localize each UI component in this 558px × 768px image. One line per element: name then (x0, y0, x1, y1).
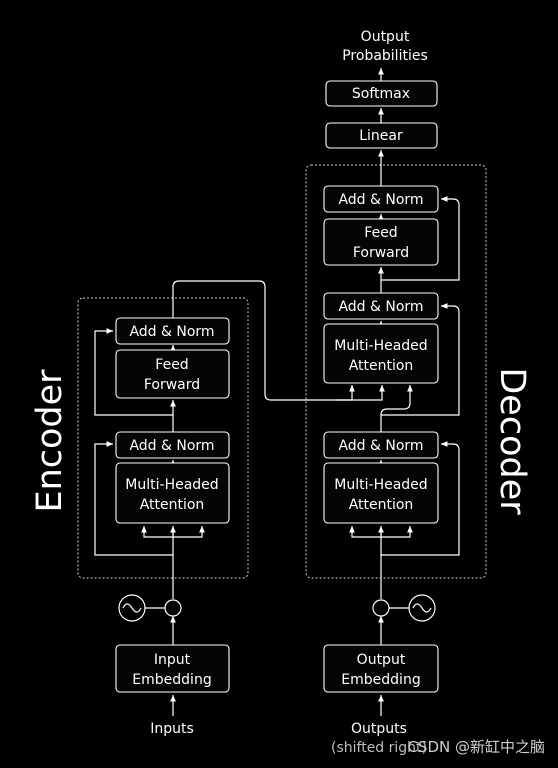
svg-text:Embedding: Embedding (341, 672, 420, 688)
encoder-positional-encoding-node (118, 594, 182, 622)
svg-text:Input: Input (154, 652, 191, 668)
encoder-stack-outline (77, 297, 249, 579)
output-probabilities-label-line2: Probabilities (342, 48, 428, 64)
decoder-cross-attention: Multi-Headed Attention (323, 323, 439, 384)
encoder-connections (94, 280, 385, 645)
svg-text:Add & Norm: Add & Norm (338, 438, 423, 454)
decoder-add-norm-top: Add & Norm (323, 185, 439, 213)
svg-text:Multi-Headed: Multi-Headed (125, 477, 218, 493)
svg-text:Attention: Attention (349, 358, 414, 374)
decoder-add-norm-bottom: Add & Norm (323, 431, 439, 459)
decoder-self-attention: Multi-Headed Attention (323, 462, 439, 524)
svg-text:Add & Norm: Add & Norm (129, 324, 214, 340)
encoder-title: Encoder (30, 369, 70, 513)
svg-text:Forward: Forward (144, 377, 200, 393)
decoder-positional-encoding-node (372, 594, 436, 622)
svg-text:Multi-Headed: Multi-Headed (334, 477, 427, 493)
encoder-add-norm-top: Add & Norm (115, 317, 230, 345)
softmax-layer: Softmax (325, 80, 438, 107)
svg-text:Add & Norm: Add & Norm (338, 299, 423, 315)
output-probabilities-label-line1: Output (361, 29, 410, 45)
outputs-sublabel: (shifted right) (331, 740, 427, 756)
svg-text:Multi-Headed: Multi-Headed (334, 338, 427, 354)
decoder-stack-outline (305, 164, 487, 579)
svg-text:Feed: Feed (155, 357, 188, 373)
input-embedding: Input Embedding (115, 644, 230, 693)
svg-text:Embedding: Embedding (132, 672, 211, 688)
decoder-add-norm-middle: Add & Norm (323, 292, 439, 320)
svg-text:Linear: Linear (359, 128, 403, 144)
svg-text:Add & Norm: Add & Norm (338, 192, 423, 208)
svg-text:Forward: Forward (353, 245, 409, 261)
watermark: CSDN @新缸中之脑 (407, 738, 545, 756)
linear-layer: Linear (325, 122, 438, 149)
output-embedding: Output Embedding (323, 644, 439, 693)
svg-text:Add & Norm: Add & Norm (129, 438, 214, 454)
svg-text:Output: Output (357, 652, 406, 668)
decoder-feed-forward: Feed Forward (323, 218, 439, 266)
svg-text:Softmax: Softmax (352, 86, 410, 102)
encoder-add-norm-bottom: Add & Norm (115, 431, 230, 459)
inputs-label: Inputs (150, 721, 194, 737)
encoder-feed-forward: Feed Forward (115, 349, 230, 399)
decoder-title: Decoder (492, 367, 532, 515)
svg-text:Attention: Attention (349, 497, 414, 513)
svg-text:Attention: Attention (140, 497, 205, 513)
encoder-multi-headed-attention: Multi-Headed Attention (115, 462, 230, 524)
svg-text:Feed: Feed (364, 225, 397, 241)
outputs-label: Outputs (351, 721, 407, 737)
